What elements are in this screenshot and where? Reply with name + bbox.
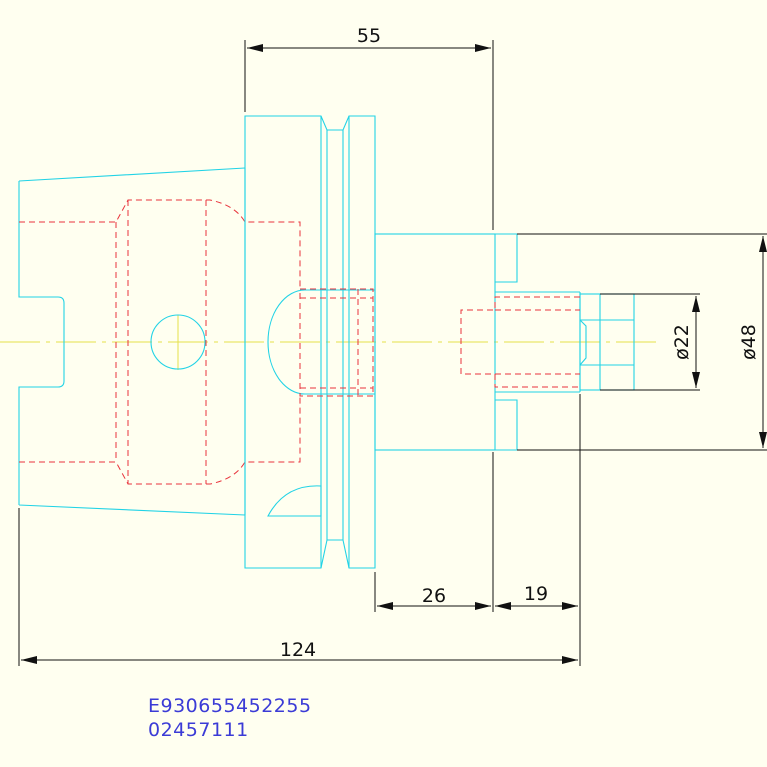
taper-shank [18, 167, 246, 516]
dim-26-label: 26 [422, 585, 446, 607]
dim-26-19: 26 19 [374, 394, 581, 666]
body-hidden-lines [460, 296, 580, 388]
dim-diameter-48: ø48 [517, 233, 767, 451]
tool-body [374, 233, 635, 451]
dim-19-label: 19 [524, 583, 548, 605]
dim-124-label: 124 [280, 639, 316, 661]
flange [244, 115, 376, 569]
dim-124: 124 [18, 508, 578, 666]
part-code-line2: 02457111 [148, 719, 249, 741]
dim-diameter-22: ø22 [600, 293, 700, 391]
dim-55-label: 55 [357, 25, 381, 47]
dim-48-label: ø48 [738, 324, 760, 360]
flange-hidden-lines [299, 288, 374, 397]
shank-hidden-lines [19, 199, 301, 485]
dim-22-label: ø22 [671, 324, 693, 360]
part-code-line1: E930655452255 [148, 695, 312, 717]
dim-55: 55 [244, 25, 494, 230]
